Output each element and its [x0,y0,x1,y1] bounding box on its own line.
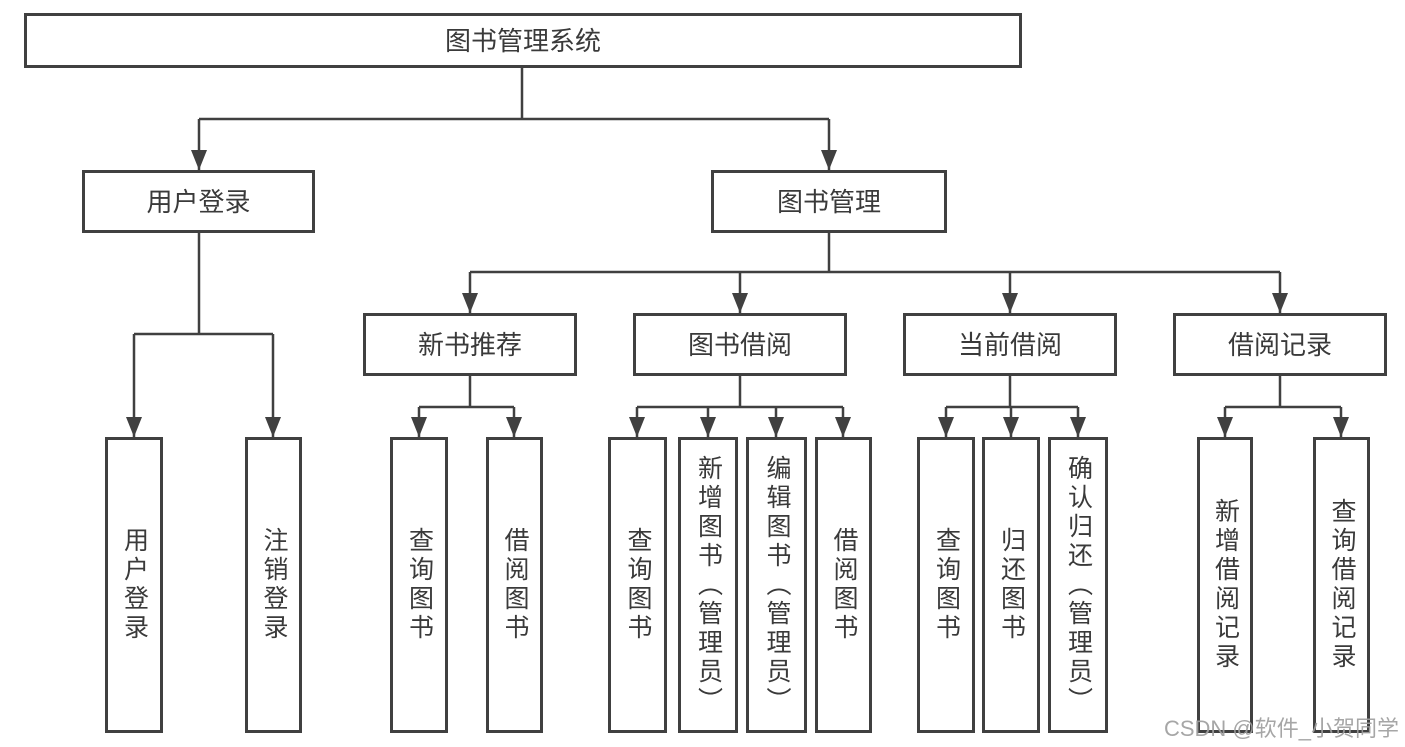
node-book-management: 图书管理 [711,170,947,233]
leaf-borrow-books-recommend: 借阅图书 [486,437,543,733]
leaf-borrow-books: 借阅图书 [815,437,872,733]
connector-borrow-records-branch [1223,376,1343,437]
node-label: 归还图书 [997,527,1026,643]
connector-user-login-branch [132,233,275,437]
connector-current-borrow-branch [944,376,1080,437]
node-label: 用户登录 [120,527,149,643]
leaf-query-borrow-record: 查询借阅记录 [1313,437,1370,733]
node-label: 新增图书（管理员） [694,454,723,716]
node-label: 查询图书 [932,527,961,643]
node-label: 图书管理系统 [444,25,601,56]
node-current-borrow: 当前借阅 [903,313,1117,376]
arrowheads-book-management-branch [462,293,1288,313]
connector-root-to-level2 [197,68,831,170]
node-label: 图书管理 [776,186,881,217]
node-label: 查询图书 [624,527,652,643]
node-book-borrow: 图书借阅 [633,313,847,376]
leaf-return-book: 归还图书 [982,437,1040,733]
leaf-query-books-current: 查询图书 [917,437,975,733]
node-label: 借阅图书 [830,527,858,643]
leaf-query-books-recommend: 查询图书 [390,437,448,733]
arrowheads-borrow-records-branch [1217,417,1349,437]
node-label: 图书借阅 [687,329,792,360]
arrowheads-book-borrow-branch [629,417,851,437]
node-label: 借阅记录 [1227,329,1332,360]
connector-book-management-branch [468,233,1282,313]
leaf-add-book-admin: 新增图书（管理员） [678,437,738,733]
node-new-book-recommend: 新书推荐 [363,313,577,376]
csdn-watermark: CSDN @软件_小贺同学 [1163,716,1399,741]
node-label: 借阅图书 [501,527,529,643]
node-label: 新增借阅记录 [1211,498,1240,672]
node-borrow-records: 借阅记录 [1173,313,1387,376]
node-label: 当前借阅 [957,329,1062,360]
connector-new-book-recommend-branch [417,376,516,437]
leaf-confirm-return-admin: 确认归还（管理员） [1048,437,1108,733]
leaf-user-login: 用户登录 [105,437,163,733]
arrowheads-user-login-branch [126,417,281,437]
node-label: 查询借阅记录 [1328,498,1356,672]
leaf-edit-book-admin: 编辑图书（管理员） [746,437,807,733]
node-label: 新书推荐 [417,329,522,360]
leaf-logout: 注销登录 [245,437,302,733]
connector-book-borrow-branch [635,376,845,437]
node-label: 确认归还（管理员） [1064,454,1093,716]
node-label: 注销登录 [260,527,288,643]
arrowheads-new-book-recommend-branch [411,417,522,437]
node-label: 用户登录 [146,186,251,217]
leaf-add-borrow-record: 新增借阅记录 [1197,437,1253,733]
node-library-management-system: 图书管理系统 [24,13,1022,68]
node-label: 编辑图书（管理员） [763,454,791,716]
node-user-login: 用户登录 [82,170,315,233]
leaf-query-books-borrow: 查询图书 [608,437,667,733]
arrowheads-root-to-level2 [191,150,837,170]
arrowheads-current-borrow-branch [938,417,1086,437]
node-label: 查询图书 [405,527,434,643]
